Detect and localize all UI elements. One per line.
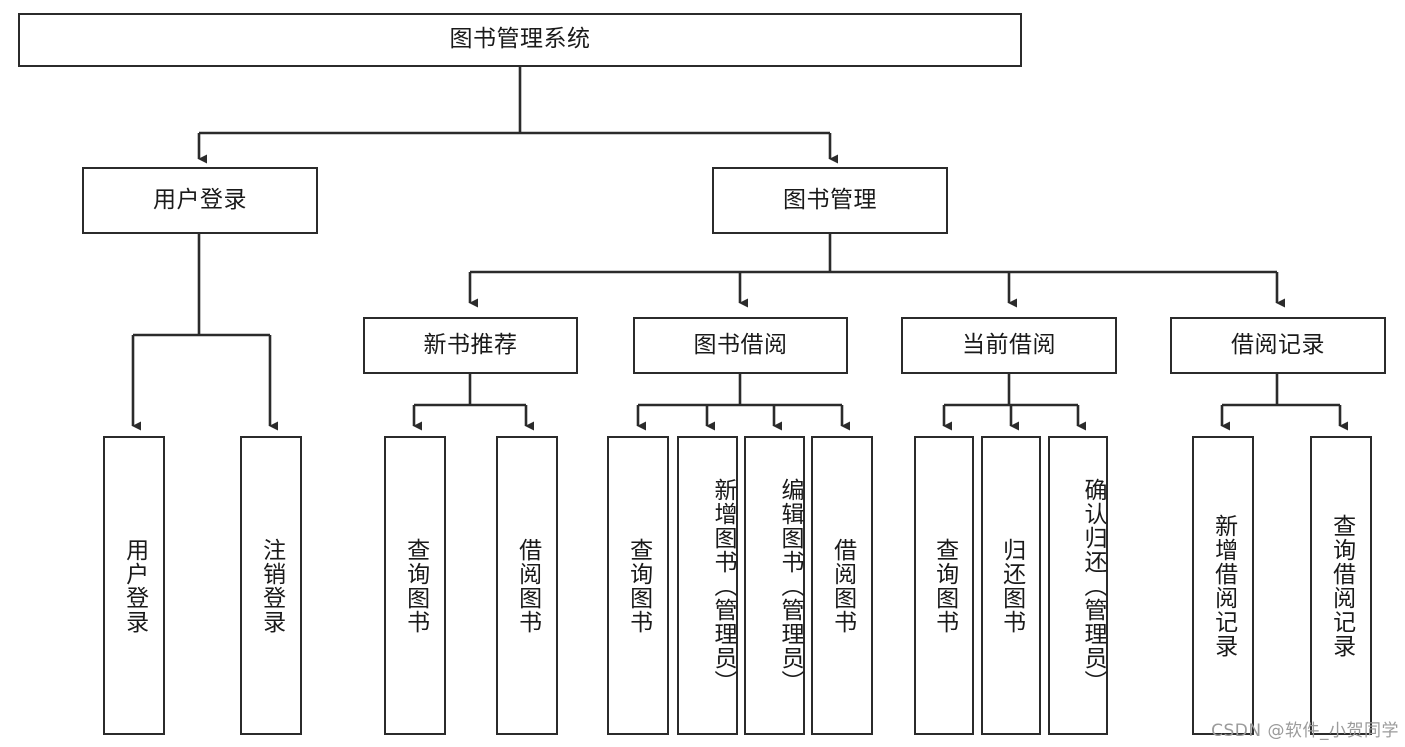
node-label: 确认归还（管理员） — [1080, 477, 1106, 694]
leaf-book-borrow-query[interactable]: 查询图书 — [607, 436, 669, 735]
node-label: 新增图书（管理员） — [710, 477, 736, 694]
leaf-new-book-borrow[interactable]: 借阅图书 — [496, 436, 558, 735]
leaf-book-borrow-edit-admin[interactable]: 编辑图书（管理员） — [744, 436, 805, 735]
leaf-book-borrow-add-admin[interactable]: 新增图书（管理员） — [677, 436, 738, 735]
leaf-book-borrow-borrow[interactable]: 借阅图书 — [811, 436, 873, 735]
node-user-login[interactable]: 用户登录 — [82, 167, 318, 234]
leaf-current-borrow-return[interactable]: 归还图书 — [981, 436, 1041, 735]
leaf-current-borrow-query[interactable]: 查询图书 — [914, 436, 974, 735]
node-label: 用户登录 — [153, 186, 247, 213]
leaf-borrow-record-add[interactable]: 新增借阅记录 — [1192, 436, 1254, 735]
node-book-management[interactable]: 图书管理 — [712, 167, 948, 234]
node-label: 当前借阅 — [962, 331, 1056, 358]
node-label: 注销登录 — [258, 537, 285, 634]
leaf-new-book-query[interactable]: 查询图书 — [384, 436, 446, 735]
leaf-user-login-login[interactable]: 用户登录 — [103, 436, 165, 735]
node-label: 归还图书 — [998, 537, 1025, 634]
node-new-book-recommendation[interactable]: 新书推荐 — [363, 317, 578, 374]
node-root-book-management-system[interactable]: 图书管理系统 — [18, 13, 1022, 67]
node-label: 查询图书 — [402, 537, 429, 634]
node-label: 图书借阅 — [693, 331, 788, 358]
node-label: 查询图书 — [931, 537, 958, 634]
node-label: 图书管理系统 — [449, 26, 591, 53]
node-label: 编辑图书（管理员） — [777, 477, 803, 694]
node-label: 新书推荐 — [423, 331, 518, 358]
leaf-borrow-record-query[interactable]: 查询借阅记录 — [1310, 436, 1372, 735]
node-label: 图书管理 — [783, 186, 877, 213]
node-borrowing-record[interactable]: 借阅记录 — [1170, 317, 1386, 374]
node-label: 查询借阅记录 — [1328, 513, 1355, 658]
watermark-text: CSDN @软件_小贺同学 — [1211, 721, 1399, 741]
node-label: 查询图书 — [625, 537, 652, 634]
node-label: 借阅图书 — [514, 537, 541, 634]
node-label: 新增借阅记录 — [1210, 513, 1237, 658]
node-book-borrowing[interactable]: 图书借阅 — [633, 317, 848, 374]
node-current-borrowing[interactable]: 当前借阅 — [901, 317, 1117, 374]
leaf-user-login-logout[interactable]: 注销登录 — [240, 436, 302, 735]
node-label: 借阅记录 — [1231, 331, 1325, 358]
node-label: 借阅图书 — [829, 537, 856, 634]
leaf-current-borrow-confirm-return-admin[interactable]: 确认归还（管理员） — [1048, 436, 1108, 735]
node-label: 用户登录 — [121, 537, 148, 634]
